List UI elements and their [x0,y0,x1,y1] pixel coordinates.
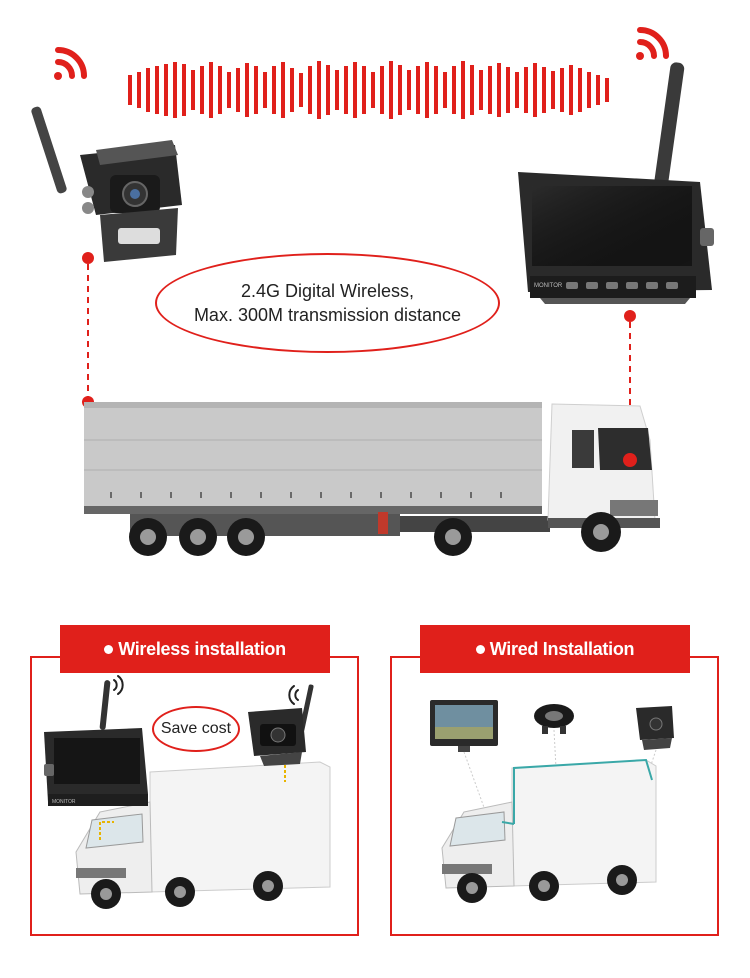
monitor-brand-text: MONITOR [534,283,563,289]
top-scene: MONITOR [31,27,714,556]
wired-monitor [430,700,498,752]
small-monitor: MONITOR [44,680,148,806]
semi-truck [84,402,660,556]
wireless-illustration: MONITOR [44,675,331,909]
bullet-icon [475,644,485,654]
wired-illustration [430,700,674,903]
wired-installation-header: Wired Installation [420,625,690,673]
wifi-icon-right [636,27,669,60]
small-camera [248,684,314,766]
svg-text:MONITOR: MONITOR [52,799,76,805]
wireless-callout: 2.4G Digital Wireless, Max. 300M transmi… [155,253,500,353]
wifi-icon-left [54,47,87,80]
wireless-installation-title: Wireless installation [118,638,286,659]
wireless-installation-header: Wireless installation [60,625,330,673]
wifi-icon-small-right [288,685,299,705]
save-cost-label: Save cost [160,720,232,737]
cable-reel [534,704,574,734]
callout-line-2: Max. 300M transmission distance [193,305,462,325]
save-cost-callout: Save cost [152,706,240,752]
wifi-icon-small-left [113,675,124,695]
wired-installation-title: Wired Installation [489,638,635,659]
box-truck-wireless [75,760,331,909]
callout-line-1: 2.4G Digital Wireless, [240,281,415,301]
signal-wave [128,61,609,119]
box-truck-wired [441,758,657,903]
wired-camera [636,706,674,750]
bullet-icon [104,644,114,654]
wireless-camera [31,106,182,262]
wireless-monitor: MONITOR [518,62,714,304]
